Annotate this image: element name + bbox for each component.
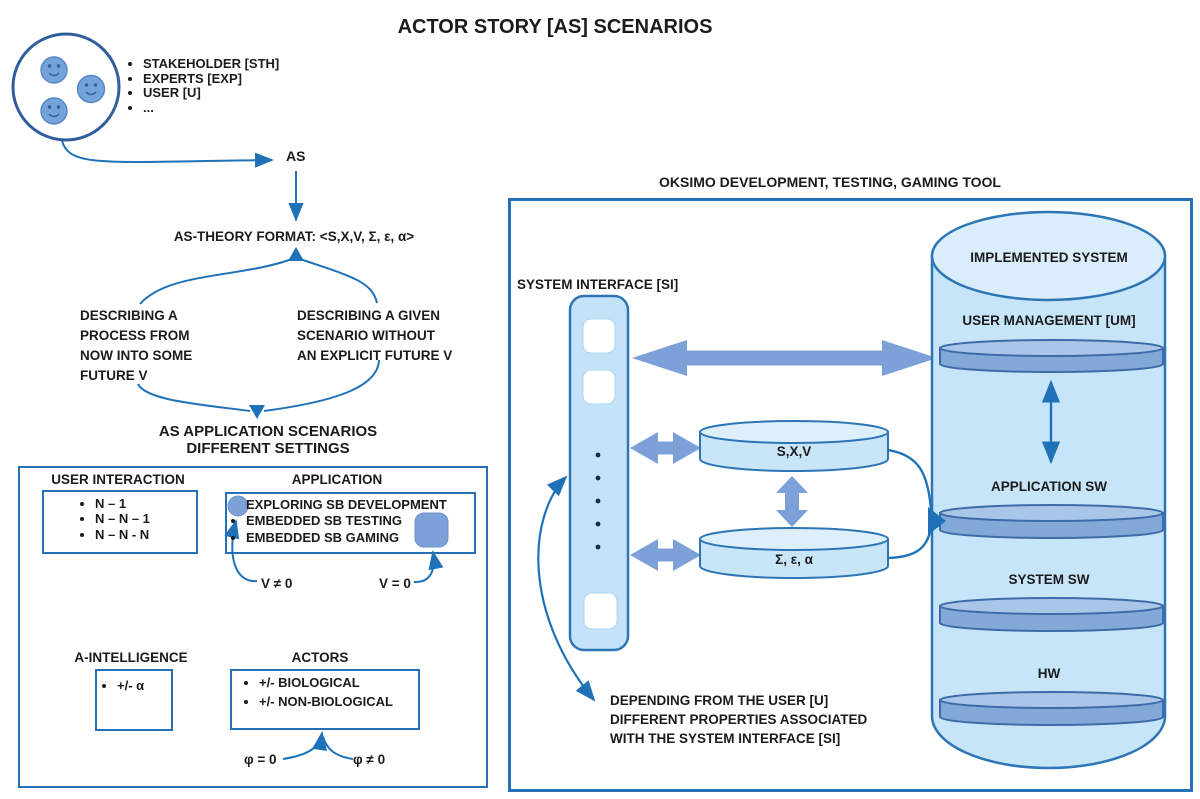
a-intelligence-box [95, 669, 173, 731]
a-intelligence-title: A-INTELLIGENCE [74, 650, 188, 665]
arrowhead-up-icon [288, 247, 304, 261]
list-item: EMBEDDED SB TESTING [246, 513, 447, 529]
oksimo-tool-box [508, 198, 1193, 792]
depending-note: DEPENDING FROM THE USER [U] DIFFERENT PR… [610, 693, 868, 746]
actors-list: +/- BIOLOGICAL +/- NON-BIOLOGICAL [244, 673, 393, 711]
system-interface-label: SYSTEM INTERFACE [SI] [517, 277, 679, 292]
branch-curve-right-bottom [263, 359, 380, 412]
smiley-icon [40, 97, 68, 125]
settings-panel-box [18, 466, 488, 788]
actors-box [230, 669, 420, 730]
branch-curve-right-top [299, 258, 378, 304]
user-interaction-box [42, 490, 198, 554]
branch-curve-left-bottom [137, 383, 251, 412]
smiley-icon [40, 56, 68, 84]
a-intelligence-list: +/- α [102, 678, 144, 693]
page-title-text: ACTOR STORY [AS] SCENARIOS [397, 16, 713, 38]
application-title: APPLICATION [291, 472, 383, 487]
implemented-system-label: IMPLEMENTED SYSTEM [970, 250, 1128, 265]
layer-label-system-sw: SYSTEM SW [1008, 572, 1090, 587]
sxv-store-label: S,X,V [776, 444, 812, 459]
list-item: USER [U] [143, 85, 279, 101]
layer-label-application-sw: APPLICATION SW [991, 479, 1107, 494]
user-interaction-title: USER INTERACTION [51, 472, 185, 487]
arrow-group-to-as [61, 140, 274, 168]
list-item: N – N – 1 [95, 511, 150, 526]
left-branch-label: DESCRIBING A PROCESS FROM NOW INTO SOME … [80, 308, 193, 383]
sea-store-label: Σ, ε, α [775, 552, 813, 567]
list-item: EXPERTS [EXP] [143, 71, 279, 87]
v-neq-0-label: V ≠ 0 [261, 576, 293, 591]
v-eq-0-label: V = 0 [379, 576, 411, 591]
phi-neq-0-label: φ ≠ 0 [353, 752, 386, 767]
smiley-icon [76, 74, 106, 104]
list-item: N – 1 [95, 496, 150, 511]
phi-eq-0-label: φ = 0 [244, 752, 277, 767]
list-item: +/- BIOLOGICAL [259, 673, 393, 692]
actors-title: ACTORS [291, 650, 349, 665]
list-item: EXPLORING SB DEVELOPMENT [246, 497, 447, 512]
branch-curve-left-top [139, 258, 293, 305]
list-item: N – N - N [95, 527, 150, 542]
stakeholder-list: STAKEHOLDER [STH] EXPERTS [EXP] USER [U]… [128, 56, 279, 116]
layer-label-um: USER MANAGEMENT [UM] [962, 313, 1136, 328]
list-item: STAKEHOLDER [STH] [143, 56, 279, 72]
right-branch-label: DESCRIBING A GIVEN SCENARIO WITHOUT AN E… [297, 308, 453, 363]
stakeholder-group-circle [11, 32, 121, 142]
app-scenarios-heading: AS APPLICATION SCENARIOS DIFFERENT SETTI… [158, 423, 378, 457]
page-title: ACTOR STORY [AS] SCENARIOS [300, 5, 810, 38]
theory-format-label: AS-THEORY FORMAT: <S,X,V, Σ, ε, α> [173, 229, 415, 244]
oksimo-title: OKSIMO DEVELOPMENT, TESTING, GAMING TOOL [659, 174, 1001, 190]
layer-label-hw: HW [1037, 666, 1061, 681]
list-item: ... [143, 100, 279, 116]
list-item: +/- NON-BIOLOGICAL [259, 692, 393, 711]
as-label: AS [286, 148, 306, 164]
list-item: +/- α [117, 678, 144, 693]
arrowhead-down-icon [249, 405, 265, 419]
user-interaction-list: N – 1 N – N – 1 N – N - N [80, 496, 150, 542]
list-item: EMBEDDED SB GAMING [246, 530, 447, 546]
application-list: EXPLORING SB DEVELOPMENT EMBEDDED SB TES… [231, 497, 447, 546]
